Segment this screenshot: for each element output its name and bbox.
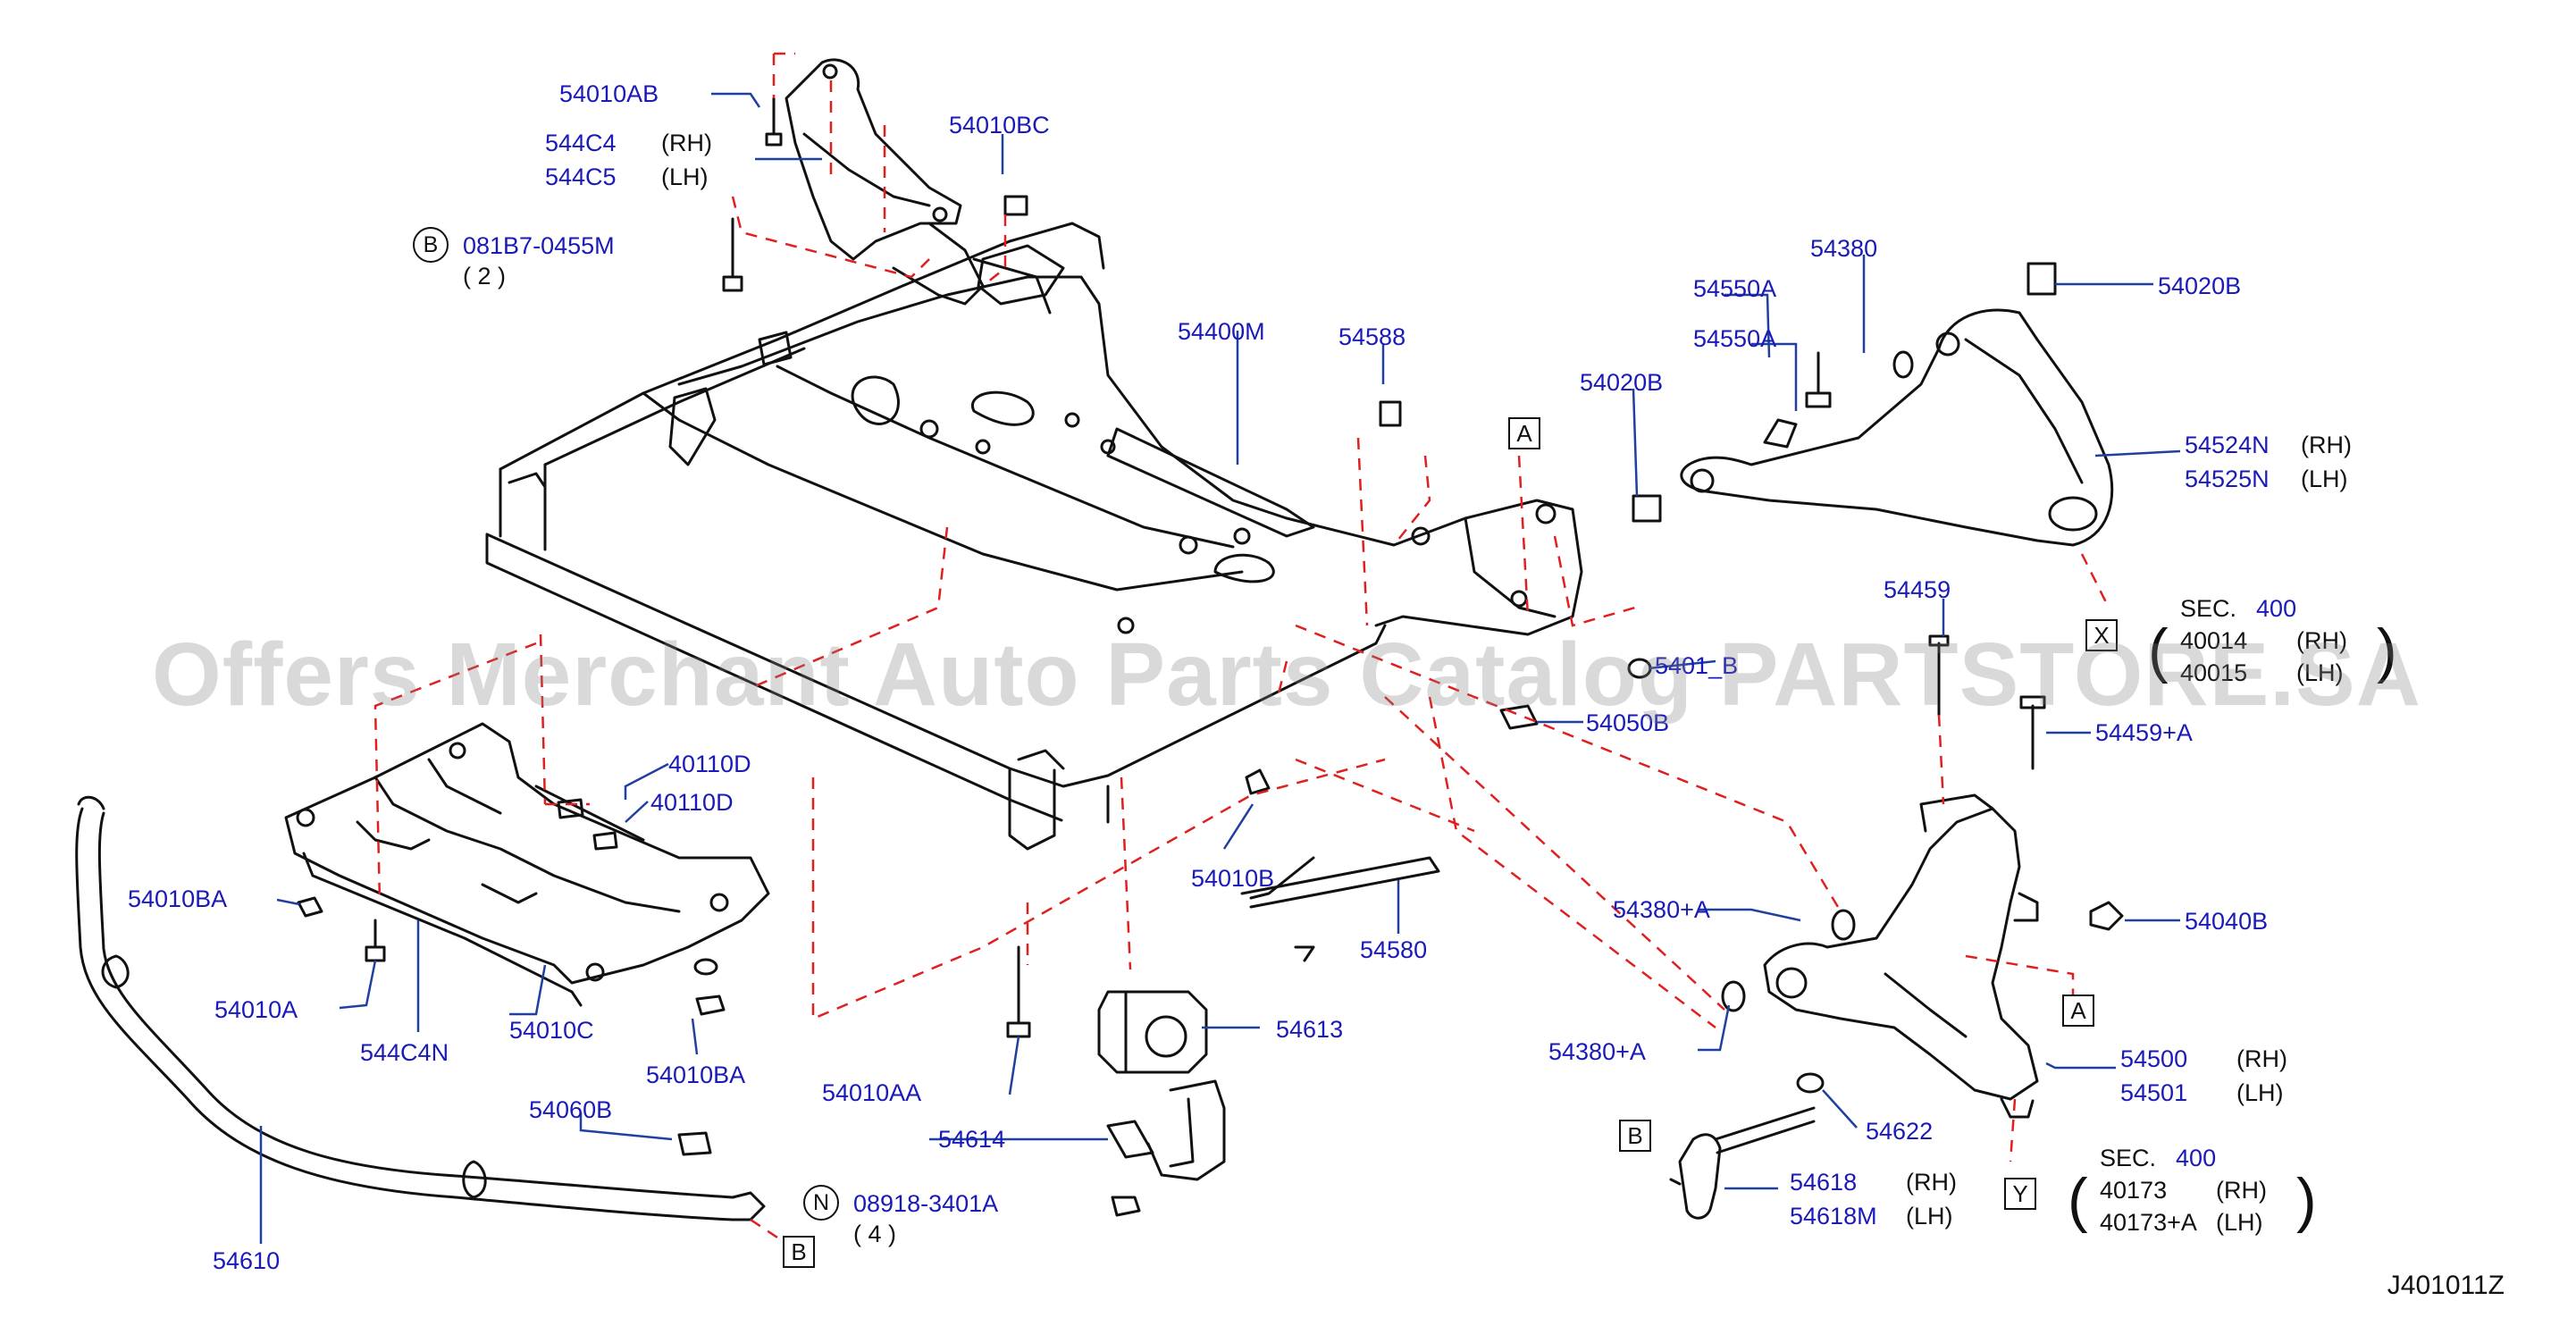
part-side-54525n: (LH) xyxy=(2301,466,2348,492)
fasteners xyxy=(297,97,2124,1217)
part-label-544c4[interactable]: 544C4 xyxy=(545,130,617,156)
reference-box-a_top: A xyxy=(1508,417,1540,449)
part-label-40110d_1[interactable]: 40110D xyxy=(668,751,751,777)
reference-box-a_low: A xyxy=(2062,994,2094,1027)
part-label-544c4n[interactable]: 544C4N xyxy=(360,1039,449,1066)
section-ref-sec400_bot[interactable]: SEC. 400 xyxy=(2100,1146,2216,1171)
part-label-54613[interactable]: 54613 xyxy=(1276,1016,1344,1043)
lower-member-544C4N xyxy=(284,722,770,1007)
section-code-sec400_top-0: 40014 xyxy=(2180,627,2248,654)
reference-box-b_left: B xyxy=(1619,1120,1651,1152)
part-label-54380[interactable]: 54380 xyxy=(1810,235,1878,262)
part-label-54010aa[interactable]: 54010AA xyxy=(822,1079,922,1106)
part-label-08918[interactable]: 08918-3401A xyxy=(853,1190,999,1217)
reference-circle-b: B xyxy=(413,227,449,263)
part-label-54400m[interactable]: 54400M xyxy=(1178,318,1265,345)
part-side-544c5: (LH) xyxy=(661,164,709,190)
part-label-54622[interactable]: 54622 xyxy=(1866,1118,1934,1145)
section-open-paren: ( xyxy=(2068,1166,2088,1234)
reference-box-x: X xyxy=(2085,619,2118,651)
part-label-54380a_1[interactable]: 54380+A xyxy=(1613,896,1710,923)
section-ref-number: 400 xyxy=(2176,1145,2217,1171)
section-ref-label: SEC. xyxy=(2180,595,2237,622)
bracket-54614 xyxy=(1106,1079,1226,1181)
section-close-paren: ) xyxy=(2296,1166,2317,1234)
part-label-54618[interactable]: 54618 xyxy=(1790,1169,1858,1196)
part-side-54500: (RH) xyxy=(2236,1045,2287,1072)
section-code-sec400_bot-1: 40173+A xyxy=(2100,1209,2197,1236)
reference-circle-n: N xyxy=(803,1185,839,1221)
part-label-081b7[interactable]: 081B7-0455M xyxy=(463,232,615,259)
part-label-54010ba_c[interactable]: 54010BA xyxy=(646,1062,746,1088)
part-label-54459a[interactable]: 54459+A xyxy=(2095,719,2193,746)
part-qty-08918: ( 4 ) xyxy=(853,1221,897,1247)
reference-box-y: Y xyxy=(2004,1178,2036,1210)
part-qty-081b7: ( 2 ) xyxy=(463,263,507,290)
part-label-54010b_c[interactable]: 54010B xyxy=(1191,865,1275,892)
upper-arm-54524N xyxy=(1680,308,2114,547)
link-54618 xyxy=(1669,1106,1816,1220)
part-label-54020b_b[interactable]: 54020B xyxy=(2158,273,2242,299)
part-label-54588[interactable]: 54588 xyxy=(1338,323,1406,350)
part-label-54380a_2[interactable]: 54380+A xyxy=(1548,1038,1646,1065)
part-label-40110d_2[interactable]: 40110D xyxy=(650,789,734,816)
part-label-54010a[interactable]: 54010A xyxy=(214,996,298,1023)
part-label-54020b_a[interactable]: 54020B xyxy=(1580,369,1664,396)
section-ref-label: SEC. xyxy=(2100,1145,2157,1171)
part-label-54010b_r[interactable]: 5401_B xyxy=(1655,652,1739,679)
bracket-544C4 xyxy=(785,58,1052,315)
part-side-54524n: (RH) xyxy=(2301,432,2352,458)
section-side-sec400_top-1: (LH) xyxy=(2296,659,2344,686)
part-label-54550a_1[interactable]: 54550A xyxy=(1693,275,1777,302)
section-close-paren: ) xyxy=(2377,617,2397,684)
part-label-54525n[interactable]: 54525N xyxy=(2185,466,2270,492)
part-label-54500[interactable]: 54500 xyxy=(2120,1045,2188,1072)
front-crossmember-54400M xyxy=(485,222,1583,851)
bushing-54613 xyxy=(1097,990,1208,1074)
part-label-54524n[interactable]: 54524N xyxy=(2185,432,2270,458)
part-label-54010bc[interactable]: 54010BC xyxy=(949,112,1050,138)
part-label-54501[interactable]: 54501 xyxy=(2120,1079,2188,1106)
section-open-paren: ( xyxy=(2148,617,2169,684)
part-label-544c5[interactable]: 544C5 xyxy=(545,164,617,190)
part-label-54060b[interactable]: 54060B xyxy=(529,1096,613,1123)
part-label-54614[interactable]: 54614 xyxy=(938,1126,1006,1153)
part-side-54618: (RH) xyxy=(1906,1169,1957,1196)
section-side-sec400_bot-0: (RH) xyxy=(2216,1177,2267,1204)
part-side-544c4: (RH) xyxy=(661,130,712,156)
part-label-54010c[interactable]: 54010C xyxy=(509,1017,594,1044)
section-code-sec400_top-1: 40015 xyxy=(2180,659,2248,686)
diagram-code: J401011Z xyxy=(2387,1271,2505,1300)
stabilizer-bar-54610 xyxy=(75,795,766,1221)
part-side-54618m: (LH) xyxy=(1906,1203,1953,1229)
part-label-54618m[interactable]: 54618M xyxy=(1790,1203,1877,1229)
lower-arm-54500 xyxy=(1763,793,2039,1119)
part-label-54010ab[interactable]: 54010AB xyxy=(559,80,659,107)
part-label-54580[interactable]: 54580 xyxy=(1360,936,1428,963)
assembly-guide-lines xyxy=(373,52,2110,1239)
section-ref-sec400_top[interactable]: SEC. 400 xyxy=(2180,597,2296,621)
section-ref-number: 400 xyxy=(2256,595,2297,622)
part-label-54550a_2[interactable]: 54550A xyxy=(1693,325,1777,352)
part-label-54040b[interactable]: 54040B xyxy=(2185,908,2269,935)
part-label-54610[interactable]: 54610 xyxy=(213,1247,281,1274)
reference-box-b_bot: B xyxy=(783,1236,815,1268)
part-label-54050b[interactable]: 54050B xyxy=(1586,709,1670,736)
section-side-sec400_bot-1: (LH) xyxy=(2216,1209,2263,1236)
section-side-sec400_top-0: (RH) xyxy=(2296,627,2347,654)
section-code-sec400_bot-0: 40173 xyxy=(2100,1177,2168,1204)
part-label-54459[interactable]: 54459 xyxy=(1884,576,1951,603)
part-label-54010ba_l[interactable]: 54010BA xyxy=(128,885,228,912)
leader-lines xyxy=(259,92,2181,1244)
part-side-54501: (LH) xyxy=(2236,1079,2284,1106)
